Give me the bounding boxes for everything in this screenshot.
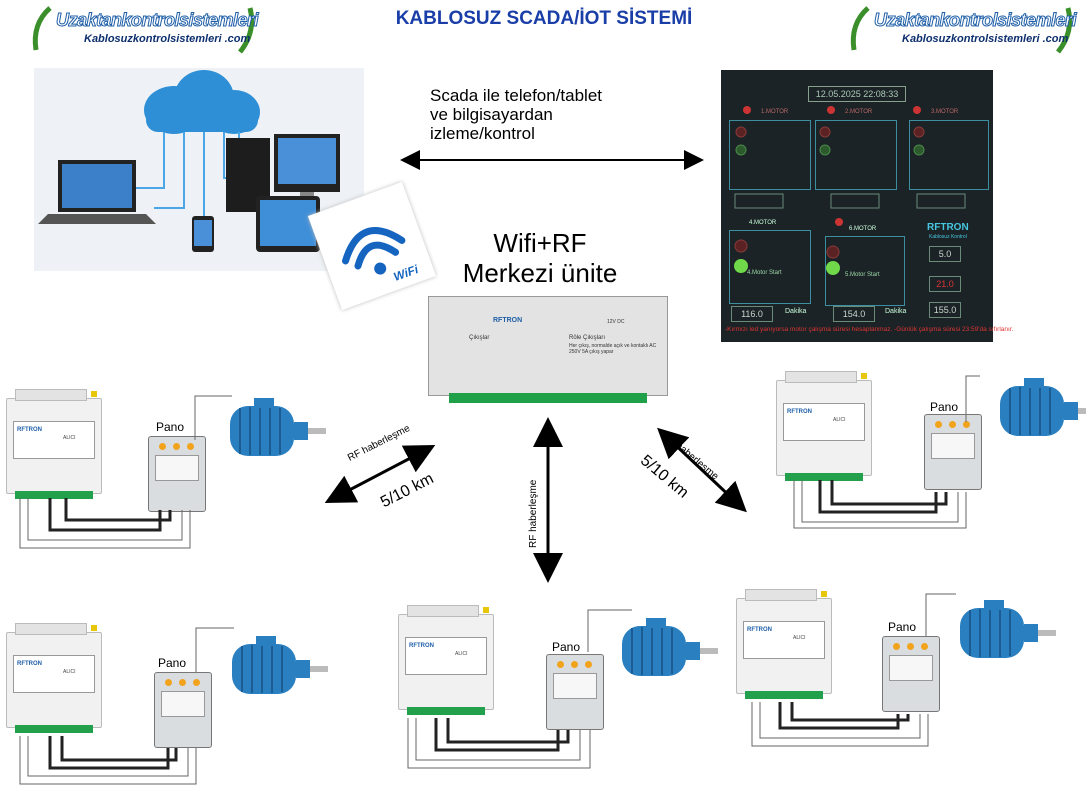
monitoring-line-2: ve bilgisayardan [430, 105, 553, 124]
scada-brand-sub: Kablosuz Kontrol [929, 234, 967, 240]
wiring-lines [19, 627, 234, 785]
scada-motor-4-label: 4.MOTOR [749, 220, 777, 226]
device-terminal-block [15, 491, 93, 499]
arrow-rf-right [657, 427, 747, 513]
monitoring-line-1: Scada ile telefon/tablet [430, 86, 603, 105]
scada-motor-3-label: 3.MOTOR [931, 109, 959, 115]
wiring-lines [751, 593, 956, 747]
hub-fine-print: Her çıkış, normalde açık ve kontaklı AC … [569, 343, 657, 355]
scada-unit-2: Dakika [885, 308, 907, 315]
logo-text-sub: Kablosuzkontrolsistemleri .com [84, 33, 251, 45]
pano-label: Pano [930, 400, 959, 414]
pano-label: Pano [156, 420, 185, 434]
scada-motor-5-start: 5.Motor Start [845, 272, 880, 278]
receiver-device: RFTRON ALICI [6, 389, 102, 499]
control-panel-box [154, 672, 212, 748]
hub-label-right: Röle Çıkışları [569, 335, 606, 341]
scada-value-5: 154.0 [833, 306, 875, 322]
scada-unit-1: Dakika [785, 308, 807, 315]
scada-datetime: 12.05.2025 22:08:33 [808, 86, 906, 102]
hub-label-left: Çıkışlar [469, 335, 490, 341]
monitoring-annotation: Scada ile telefon/tablet ve bilgisayarda… [430, 86, 602, 143]
electric-motor-icon [230, 398, 326, 456]
receiver-device: RFTRON ALICI [6, 623, 102, 733]
hub-brand: RFTRON [493, 317, 523, 324]
scada-motor-5-box [825, 236, 905, 306]
pano-label: Pano [158, 656, 187, 670]
scada-brand: RFTRON [927, 222, 969, 233]
logo-left: Uzaktankontrolsistemleri Kablosuzkontrol… [28, 4, 259, 56]
central-unit-line-2: Merkezi ünite [462, 258, 618, 288]
device-model: ALICI [63, 669, 76, 675]
cloud-computing-icon [38, 70, 340, 252]
receiver-device: RFTRON ALICI [736, 589, 832, 699]
scada-indicators-icon [734, 106, 966, 275]
device-brand: RFTRON [787, 409, 812, 415]
pano-label: Pano [888, 620, 917, 634]
receiver-device: RFTRON ALICI [776, 371, 872, 481]
device-model: ALICI [63, 435, 76, 441]
control-panel-box [148, 436, 206, 512]
scada-screen: 12.05.2025 22:08:33 1.MOTOR 2.MOTOR 3.MO… [721, 70, 1013, 342]
scada-motor-3-box [909, 120, 989, 190]
wifi-card: WiFi [307, 181, 437, 311]
device-terminal-block [407, 707, 485, 715]
hub-voltage: 12V DC [607, 319, 625, 325]
device-brand: RFTRON [747, 627, 772, 633]
device-brand: RFTRON [409, 643, 434, 649]
device-terminal-block [745, 691, 823, 699]
scada-motor-2-box [815, 120, 897, 190]
monitoring-line-3: izleme/kontrol [430, 124, 535, 143]
electric-motor-icon [1000, 378, 1086, 436]
electric-motor-icon [232, 636, 328, 694]
device-terminal-block [785, 473, 863, 481]
device-brand: RFTRON [17, 661, 42, 667]
scada-motor-4-box [729, 230, 811, 304]
device-model: ALICI [455, 651, 468, 657]
central-hub-unit: RFTRON Çıkışlar Röle Çıkışları Her çıkış… [428, 296, 668, 403]
wiring-lines [793, 375, 980, 529]
scada-motor-4-start: 4.Motor Start [747, 270, 782, 276]
logo-text-sub: Kablosuzkontrolsistemleri .com [902, 33, 1069, 45]
logo-swoosh-icon [850, 6, 1073, 54]
pano-label: Pano [552, 640, 581, 654]
electric-motor-icon [622, 618, 718, 676]
scada-bottom-note: -Kırmızı led yanıyorsa motor çalışma sür… [725, 326, 1014, 333]
central-unit-title: Wifi+RF Merkezi ünite [430, 228, 650, 288]
wiring-lines [19, 395, 232, 549]
scada-value-3: 155.0 [929, 302, 961, 318]
wiring-lines [407, 609, 632, 769]
control-panel-box [882, 636, 940, 712]
scada-motor-5-label: 6.MOTOR [849, 226, 877, 232]
logo-text-main: Uzaktankontrolsistemleri [873, 10, 1077, 31]
device-brand: RFTRON [17, 427, 42, 433]
scada-value-1: 5.0 [929, 246, 961, 262]
logo-text-main: Uzaktankontrolsistemleri [55, 10, 259, 31]
wifi-icon [342, 227, 406, 275]
control-panel-box [546, 654, 604, 730]
cloud-devices-illustration [34, 68, 364, 271]
hub-terminal-block [449, 393, 647, 403]
receiver-device: RFTRON ALICI [398, 605, 494, 715]
page-title: KABLOSUZ SCADA/İOT SİSTEMİ [395, 8, 693, 29]
central-unit-line-1: Wifi+RF [493, 228, 587, 258]
scada-value-2: 21.0 [929, 276, 961, 292]
control-panel-box [924, 414, 982, 490]
scada-motor-2-label: 2.MOTOR [845, 109, 873, 115]
device-model: ALICI [793, 635, 806, 641]
arrow-rf-left [324, 445, 436, 503]
logo-right: Uzaktankontrolsistemleri Kablosuzkontrol… [846, 4, 1077, 56]
electric-motor-icon [960, 600, 1056, 658]
rf-label-center: RF haberleşme [528, 479, 539, 548]
scada-motor-1-label: 1.MOTOR [761, 109, 789, 115]
logo-swoosh-icon [32, 6, 255, 54]
device-terminal-block [15, 725, 93, 733]
scada-motor-1-box [729, 120, 811, 190]
device-model: ALICI [833, 417, 846, 423]
scada-value-4: 116.0 [731, 306, 773, 322]
